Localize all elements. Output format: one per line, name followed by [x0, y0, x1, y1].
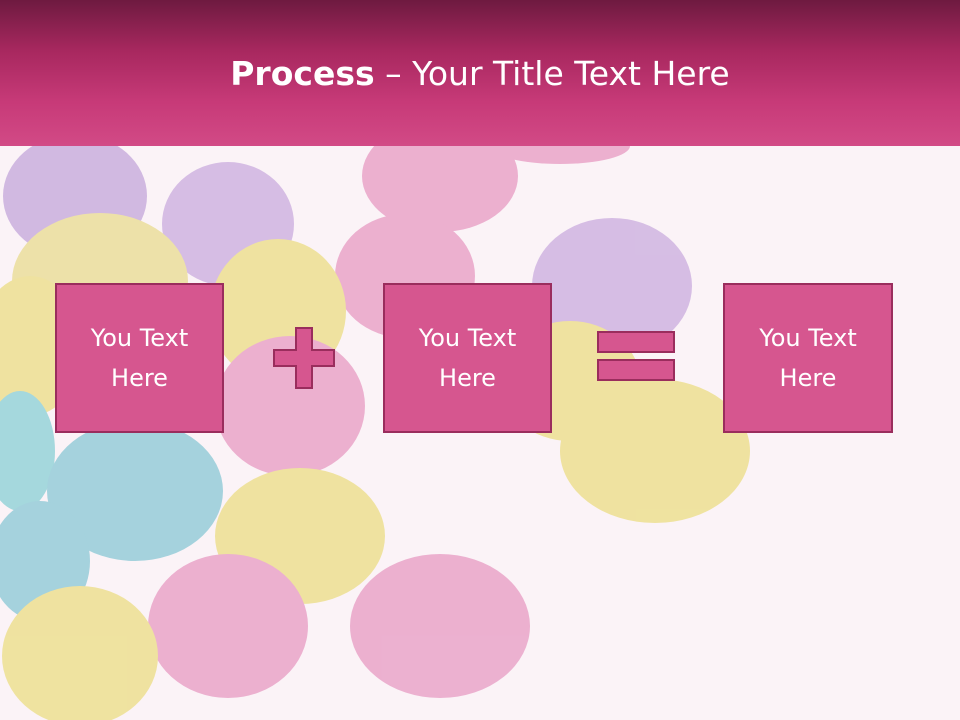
title-banner	[0, 0, 960, 146]
easter-eggs-background	[0, 146, 750, 720]
process-box-1-text: You Text Here	[90, 324, 189, 392]
process-box-3: You Text Here	[723, 283, 893, 433]
process-box-1: You Text Here	[55, 283, 224, 433]
title-rest: – Your Title Text Here	[374, 54, 730, 93]
slide-title: Process – Your Title Text Here	[0, 52, 960, 96]
plus-icon	[273, 327, 335, 389]
process-box-2-text: You Text Here	[418, 324, 517, 392]
title-bold: Process	[230, 54, 375, 93]
process-box-2: You Text Here	[383, 283, 552, 433]
equals-icon	[597, 331, 675, 381]
process-box-3-text: You Text Here	[759, 324, 857, 392]
